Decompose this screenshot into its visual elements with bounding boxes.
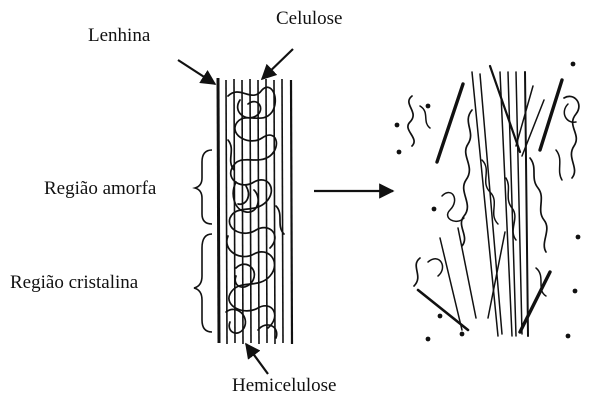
lignin-arrow xyxy=(178,60,215,84)
fiber-strand xyxy=(291,80,292,344)
cellulose-arrow xyxy=(262,49,293,79)
fiber-strand xyxy=(218,78,219,343)
scattered-particles xyxy=(395,62,581,342)
fiber-strand xyxy=(234,79,235,343)
amorphous-brace xyxy=(195,150,212,224)
crystalline-brace xyxy=(194,234,212,332)
fiber-strand xyxy=(266,79,267,343)
fiber-strand xyxy=(258,80,259,344)
fiber-strand xyxy=(226,80,227,344)
separated-fibers xyxy=(408,66,579,336)
fiber-strand xyxy=(274,80,275,344)
fiber-strand xyxy=(282,79,283,343)
hemicellulose-arrow xyxy=(246,344,268,374)
